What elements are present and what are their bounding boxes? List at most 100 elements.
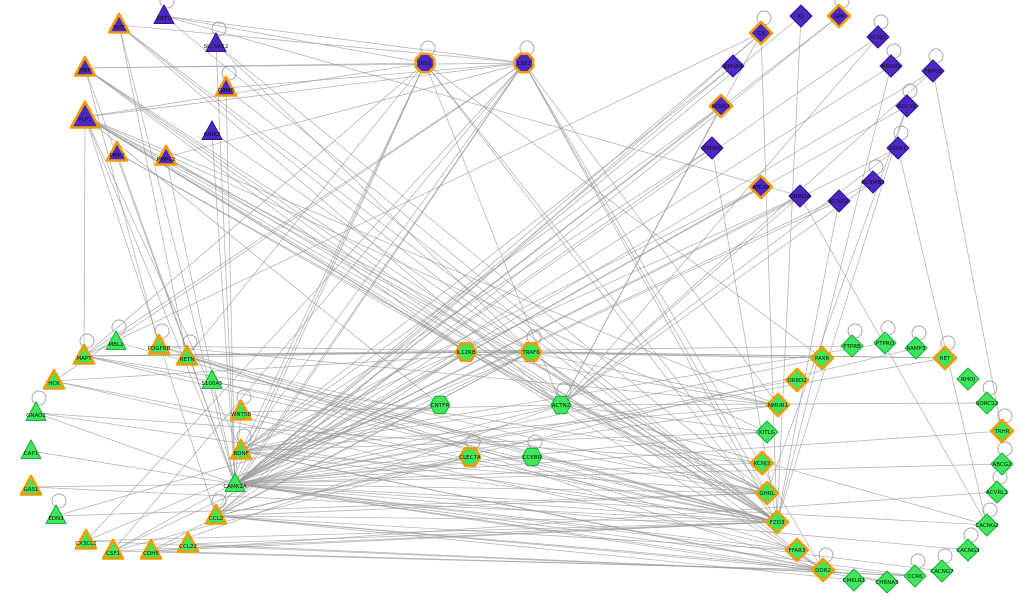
edge-CSF2-FZD3 [523, 62, 778, 523]
self-loop-NEFL [159, 0, 175, 9]
edge-ACTN2-CACNG2 [560, 404, 988, 526]
edge-GRM5-CSF2 [225, 62, 525, 89]
edge-EDN3-GHRL [55, 492, 768, 517]
diamond-shape-highlighted [809, 345, 835, 371]
edge-KCNQ2-CAMK2A [234, 200, 840, 485]
edge-EPHA8-BDNF [240, 65, 734, 452]
edge-IRS1-BDNF [240, 62, 426, 452]
edge-ACVRL1-CDH5 [150, 491, 998, 552]
node-IRS1[interactable]: IRS1 [414, 52, 436, 74]
edge-CAMK2A-RET [234, 357, 946, 485]
edge-CSF2-CSF1 [112, 62, 525, 552]
edge-PMP22-CSF2 [165, 62, 525, 158]
diamond-shape-plain [700, 136, 724, 160]
edge-PMP22-FZD3 [165, 156, 778, 523]
triangle-shape-highlighted [101, 538, 125, 560]
hexagon-shape-plain [521, 447, 543, 467]
edge-MPZ-FZD3 [118, 24, 778, 523]
edge-PLP1-BDNF [84, 116, 242, 452]
edge-CAMK2A-PAX8 [234, 357, 823, 485]
triangle-shape-highlighted [72, 343, 96, 365]
edge-CAMK2A-FZD3 [234, 483, 778, 523]
node-CCKBR[interactable]: CCKBR [521, 447, 543, 467]
edge-GNAO1-KCNJ3 [35, 412, 763, 464]
triangle-shape-highlighted [229, 438, 253, 460]
node-CLEC7A[interactable]: CLEC7A [458, 447, 482, 467]
node-ACTN2[interactable]: ACTN2 [550, 395, 572, 415]
diamond-shape-highlighted [708, 93, 734, 119]
edge-CSF2-BDNF [240, 62, 525, 452]
triangle-shape-plain [45, 504, 67, 525]
node-TRAF6[interactable]: TRAF6 [519, 342, 543, 362]
edge-IRS1-RETN [186, 62, 426, 358]
edge-PLP1-DDR2 [84, 116, 824, 571]
edge-IRS1-CCL2 [215, 62, 426, 517]
edge-C3-MAPT [83, 32, 762, 357]
edge-CAMK2A-CCR6 [234, 483, 916, 577]
diamond-shape-highlighted [989, 418, 1015, 444]
edge-TRPV5-CAMK2A [234, 70, 934, 485]
edge-MPZ-RETN [118, 24, 188, 358]
edge-NEFL-IRS1 [163, 15, 426, 64]
edge-CSF2-HCK [53, 62, 525, 382]
hexagon-shape-highlighted [454, 342, 478, 362]
triangle-shape-highlighted [74, 528, 98, 550]
diamond-shape-highlighted [826, 3, 852, 29]
edge-PLP1-CCL2 [84, 116, 217, 517]
triangle-shape-plain [201, 369, 223, 390]
edge-GRIA1-ACTN2 [560, 147, 899, 406]
edge-CAMK2A-GHRL [234, 483, 768, 494]
edge-BDNF-GHRL [240, 450, 768, 494]
edge-CAMK2A-FFAR3 [234, 483, 798, 551]
node-CSF2[interactable]: CSF2 [513, 52, 535, 74]
edge-PLP1-IRS1 [84, 62, 426, 118]
edge-CAMK2A-TRHR [234, 430, 1003, 485]
edge-EPHA5-CAMK2A [234, 147, 713, 485]
diamond-shape-plain [755, 420, 779, 444]
edge-NRXN1-FZD3 [776, 65, 892, 523]
edge-GRIN2A-CACNG2 [799, 195, 988, 526]
edge-TRAF6-NMUR1 [530, 351, 779, 406]
edge-TRPV5-TRHR [932, 70, 1003, 432]
edge-MBL2-FZD3 [115, 341, 778, 523]
octagon-shape-highlighted [513, 52, 535, 74]
edge-MAPT-GHRL [83, 355, 768, 494]
diamond-shape-plain [975, 391, 999, 415]
edge-TRAF6-DDR2 [530, 351, 824, 571]
hexagon-shape-plain [429, 395, 451, 415]
edge-PLP1-KITLG [84, 116, 768, 433]
edge-PMP2-FZD3 [116, 152, 778, 523]
triangle-shape-highlighted [229, 399, 253, 421]
node-CNTFR[interactable]: CNTFR [429, 395, 451, 415]
edge-CCL2-FZD3 [215, 515, 778, 523]
diamond-shape-plain [930, 559, 954, 583]
edge-PMP22-CAMK2A [165, 156, 236, 485]
diamond-shape-plain [956, 367, 980, 391]
edge-IRS1-FZD3 [424, 62, 778, 523]
edge-PMP22-GHRL [165, 156, 768, 494]
triangle-shape-plain [20, 439, 42, 460]
triangle-shape-plain [153, 4, 175, 25]
edge-GRM5-FZD3 [225, 87, 778, 523]
edge-PLP1-CAMK2A [84, 116, 236, 485]
triangle-shape-plain [105, 330, 127, 351]
edge-IRS1-GHRL [424, 62, 768, 494]
diamond-shape-highlighted [754, 480, 780, 506]
edge-PDGFRB-NMUR1 [158, 345, 779, 406]
diamond-shape-plain [886, 136, 910, 160]
edge-WNT5B-FZD3 [240, 411, 778, 523]
diamond-shape-plain [827, 189, 851, 213]
edge-CSF2-CCL2 [215, 62, 525, 517]
self-loop-SLC6A12 [211, 21, 227, 37]
edge-CSF2-CX3CL1 [85, 62, 525, 542]
edge-SLC6A12-TRAF6 [215, 43, 532, 353]
edge-GRIN2A-BDNF [240, 195, 801, 452]
edge-CSF2-DDR2 [523, 62, 824, 571]
triangle-shape-highlighted [105, 140, 129, 162]
triangle-shape-highlighted [69, 100, 101, 129]
node-IL12RB[interactable]: IL12RB [454, 342, 478, 362]
diamond-shape-highlighted [764, 509, 790, 535]
edge-MBP-DDR2 [84, 67, 824, 571]
edge-MAPT-KCNJ3 [83, 355, 763, 464]
